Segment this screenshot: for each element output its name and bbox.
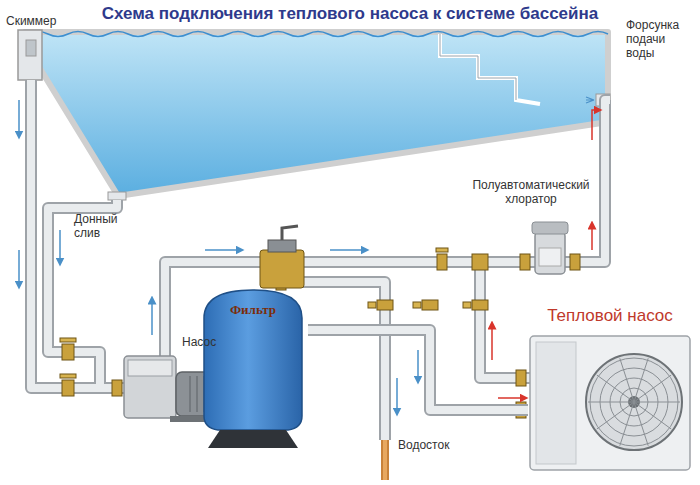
housing-outline: [528, 306, 692, 472]
filter-tank: Фильтр: [198, 288, 308, 448]
part-label: Скиммер: [6, 14, 86, 28]
part-label: Донный слив: [74, 212, 124, 240]
part-label: Водосток: [398, 438, 478, 452]
pipe-connector: [308, 330, 528, 410]
diagram-title: Схема подключения теплового насоса к сис…: [0, 4, 700, 24]
part-label: Форсунка подачи воды: [626, 18, 696, 60]
part-label: Полуавтоматический хлоратор: [466, 178, 596, 206]
tank-label: Фильтр: [198, 288, 308, 318]
part-label: Насос: [182, 335, 242, 349]
heat-pump-unit: Тепловой насос: [528, 306, 692, 472]
unit-heading: Тепловой насос: [528, 306, 692, 326]
